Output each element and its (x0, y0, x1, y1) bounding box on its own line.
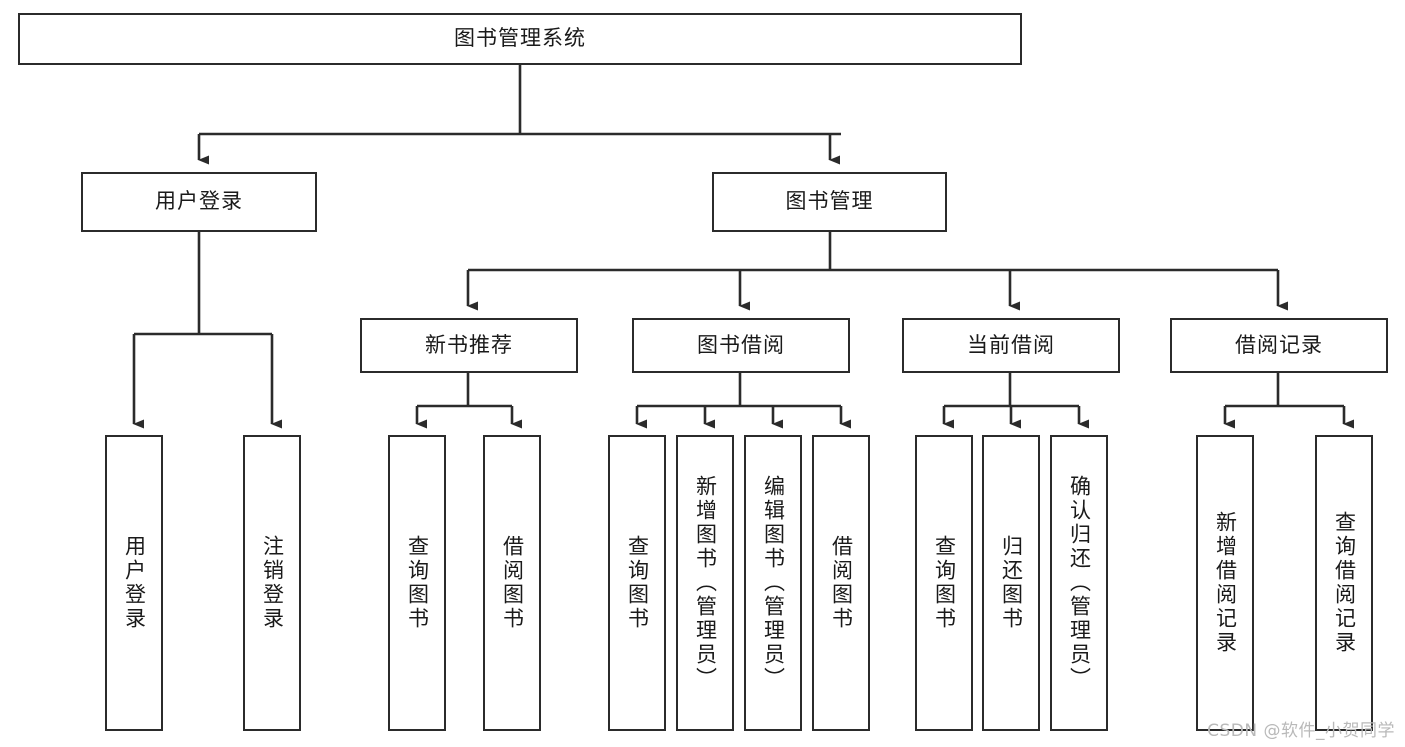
node-borrow-record[interactable]: 借阅记录 (1170, 318, 1388, 373)
node-leaf-user-login-label: 用户登录 (122, 535, 147, 631)
node-leaf-query-book-1-label: 查询图书 (405, 535, 430, 631)
node-leaf-query-book-3[interactable]: 查询图书 (915, 435, 973, 731)
node-leaf-query-book-2[interactable]: 查询图书 (608, 435, 666, 731)
node-current-borrow[interactable]: 当前借阅 (902, 318, 1120, 373)
node-leaf-borrow-book-2[interactable]: 借阅图书 (812, 435, 870, 731)
node-root[interactable]: 图书管理系统 (18, 13, 1022, 65)
node-leaf-user-login[interactable]: 用户登录 (105, 435, 163, 731)
node-leaf-return-book[interactable]: 归还图书 (982, 435, 1040, 731)
node-borrow-record-label: 借阅记录 (1235, 332, 1323, 357)
node-new-book-recommend[interactable]: 新书推荐 (360, 318, 578, 373)
node-leaf-borrow-book-1[interactable]: 借阅图书 (483, 435, 541, 731)
node-leaf-query-record[interactable]: 查询借阅记录 (1315, 435, 1373, 731)
node-leaf-query-record-label: 查询借阅记录 (1332, 511, 1357, 655)
node-leaf-add-record[interactable]: 新增借阅记录 (1196, 435, 1254, 731)
node-leaf-logout-label: 注销登录 (260, 535, 285, 631)
node-current-borrow-label: 当前借阅 (967, 332, 1055, 357)
node-leaf-confirm-return-label: 确认归还（管理员） (1067, 475, 1092, 691)
node-leaf-add-record-label: 新增借阅记录 (1213, 511, 1238, 655)
node-leaf-confirm-return[interactable]: 确认归还（管理员） (1050, 435, 1108, 731)
node-book-borrow[interactable]: 图书借阅 (632, 318, 850, 373)
node-leaf-borrow-book-1-label: 借阅图书 (500, 535, 525, 631)
node-leaf-edit-book-label: 编辑图书（管理员） (761, 475, 786, 691)
node-user-login[interactable]: 用户登录 (81, 172, 317, 232)
node-leaf-query-book-1[interactable]: 查询图书 (388, 435, 446, 731)
node-leaf-add-book-label: 新增图书（管理员） (693, 475, 718, 691)
node-leaf-query-book-3-label: 查询图书 (932, 535, 957, 631)
node-book-manage[interactable]: 图书管理 (712, 172, 947, 232)
node-book-borrow-label: 图书借阅 (697, 332, 785, 357)
node-leaf-borrow-book-2-label: 借阅图书 (829, 535, 854, 631)
node-leaf-add-book[interactable]: 新增图书（管理员） (676, 435, 734, 731)
node-user-login-label: 用户登录 (155, 189, 243, 214)
node-leaf-logout[interactable]: 注销登录 (243, 435, 301, 731)
node-root-label: 图书管理系统 (454, 26, 586, 51)
node-book-manage-label: 图书管理 (785, 189, 874, 214)
node-leaf-edit-book[interactable]: 编辑图书（管理员） (744, 435, 802, 731)
csdn-watermark: CSDN @软件_小贺同学 (1207, 721, 1395, 741)
node-leaf-return-book-label: 归还图书 (999, 535, 1024, 631)
node-leaf-query-book-2-label: 查询图书 (625, 535, 650, 631)
node-new-book-recommend-label: 新书推荐 (425, 332, 513, 357)
